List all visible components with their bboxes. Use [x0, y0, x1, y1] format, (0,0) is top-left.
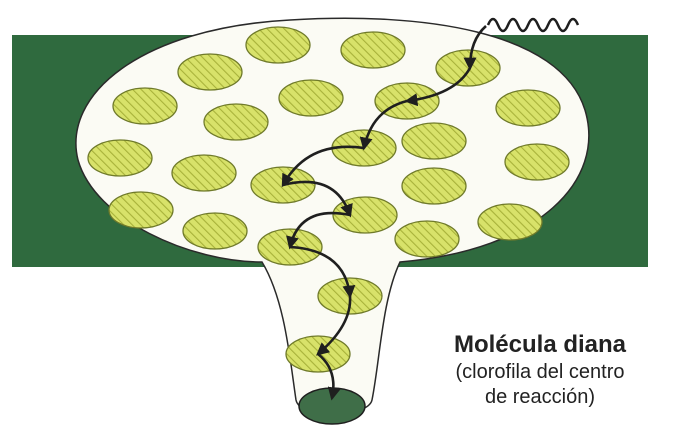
pigment-molecule	[204, 104, 268, 140]
pigment-molecule	[246, 27, 310, 63]
pigment-molecule	[172, 155, 236, 191]
caption-title: Molécula diana	[400, 330, 680, 360]
incoming-light-wave	[488, 19, 578, 31]
pigment-molecule	[113, 88, 177, 124]
caption-line-2: de reacción)	[400, 385, 680, 410]
pigment-molecule	[395, 221, 459, 257]
pigment-molecule	[109, 192, 173, 228]
caption-line-1: (clorofila del centro	[400, 360, 680, 385]
pigment-molecule	[183, 213, 247, 249]
pigment-molecule	[402, 123, 466, 159]
pigment-molecule	[178, 54, 242, 90]
pigment-molecule	[496, 90, 560, 126]
pigment-molecule	[478, 204, 542, 240]
pigment-molecule	[436, 50, 500, 86]
pigment-molecule	[88, 140, 152, 176]
pigment-molecule	[402, 168, 466, 204]
target-molecule-caption: Molécula diana (clorofila del centro de …	[400, 330, 680, 410]
pigment-molecule	[341, 32, 405, 68]
pigment-molecule	[279, 80, 343, 116]
pigment-molecule	[505, 144, 569, 180]
